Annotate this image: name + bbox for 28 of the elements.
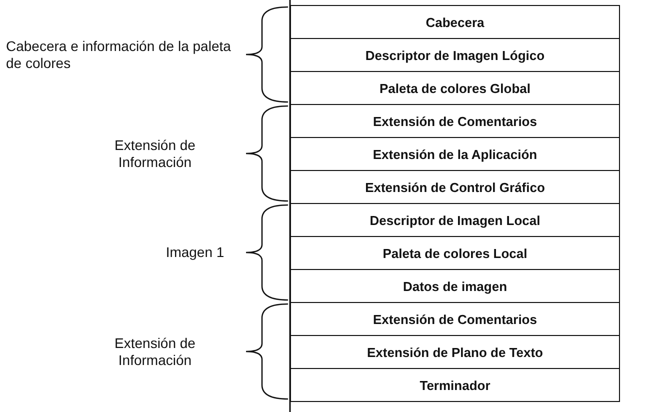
structure-block (290, 203, 620, 237)
group-label: Extensión de Información (114, 136, 196, 170)
group-label: Cabecera e información de la paleta de colores (6, 38, 232, 72)
structure-block (290, 368, 620, 402)
structure-block (290, 38, 620, 72)
structure-block (290, 104, 620, 138)
structure-block (290, 269, 620, 303)
block-label: Descriptor de Imagen Local (370, 212, 540, 228)
structure-block (290, 335, 620, 369)
block-label: Terminador (420, 378, 490, 392)
group-label: Imagen 1 (164, 244, 226, 261)
structure-block (290, 236, 620, 270)
block-label: Extensión de Control Gráfico (365, 180, 545, 194)
block-label: Cabecera (426, 14, 484, 30)
block-label: Paleta de colores Local (382, 246, 528, 260)
block-label: Extensión de Comentarios (373, 312, 537, 326)
block-label: Datos de imagen (402, 278, 508, 294)
structure-block (290, 170, 620, 204)
block-label: Extensión de Comentarios (373, 114, 537, 128)
structure-block (290, 137, 620, 171)
structure-block (290, 71, 620, 105)
group-label: Extensión de Información (114, 334, 196, 368)
structure-block (290, 5, 620, 39)
block-label: Extensión de la Aplicación (372, 146, 538, 162)
structure-block (290, 302, 620, 336)
block-label: Paleta de colores Global (380, 80, 530, 96)
block-label: Descriptor de Imagen Lógico (365, 48, 545, 62)
block-label: Extensión de Plano de Texto (366, 344, 543, 360)
